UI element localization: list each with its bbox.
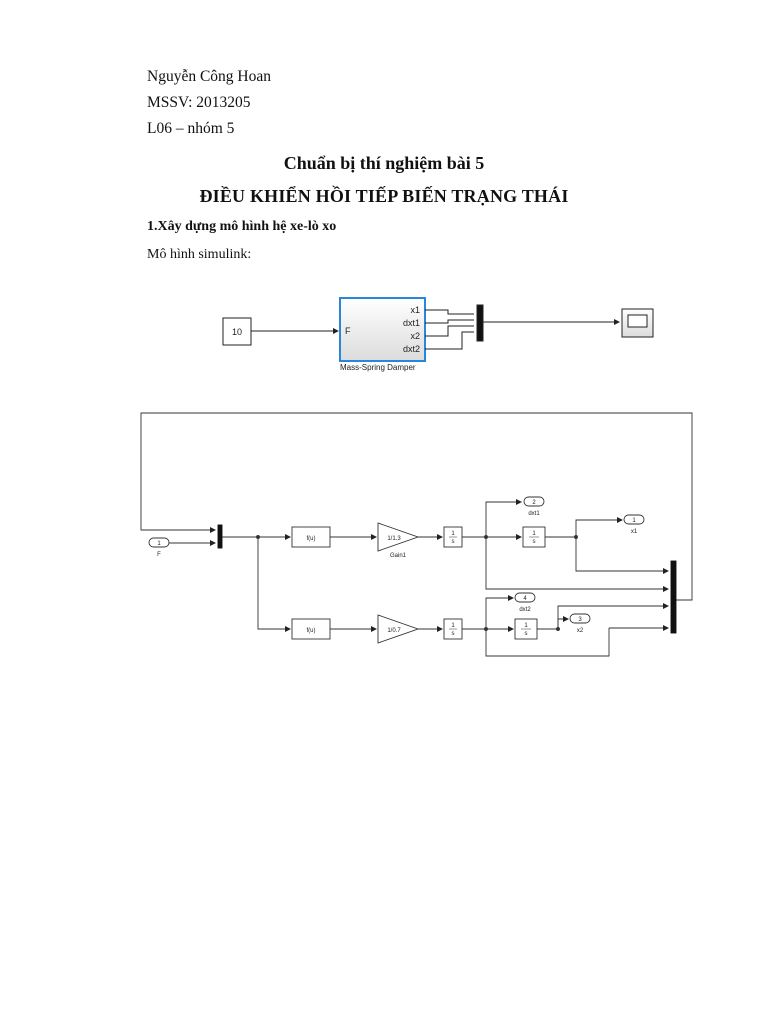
outport-dxt2-number: 4	[523, 596, 527, 602]
outport-dxt1-label: dxt1	[528, 511, 540, 517]
outport-x2	[569, 613, 591, 624]
integrator-4-den: s	[525, 631, 528, 637]
subsystem-input-label: F	[345, 326, 351, 336]
inport-number: 1	[157, 541, 161, 547]
inport-label: F	[157, 552, 161, 558]
outport-dxt2-label: dxt2	[519, 607, 531, 613]
integrator-3-den: s	[452, 631, 455, 637]
diagram-mass-spring-labels: 10 F x1 dxt1 x2 dxt2 Mass-Spring Damper	[232, 305, 420, 372]
outport-x1	[623, 514, 645, 525]
gain-block-top	[377, 522, 420, 552]
integrator-1-den: s	[452, 539, 455, 545]
mass-spring-damper-block	[339, 297, 426, 362]
integrator-3-num: 1	[451, 623, 455, 629]
scope-screen-icon	[627, 314, 648, 328]
input-mux	[217, 524, 223, 549]
section-heading: 1.Xây dựng mô hình hệ xe-lò xo	[147, 219, 337, 234]
outport-dxt1	[523, 496, 545, 507]
outport-dxt2	[514, 592, 536, 603]
author-name: Nguyễn Công Hoan	[147, 68, 271, 85]
document-title: Chuẩn bị thí nghiệm bài 5	[283, 153, 485, 173]
diagram-mass-spring-detail-labels: 1 F f(u) f(u) 1/1.3 Gain1 1/0.7 1 s 1 s …	[157, 500, 638, 637]
group-label: L06 – nhóm 5	[147, 120, 235, 137]
outport-x1-label: x1	[631, 529, 638, 535]
gain-block-bottom	[377, 614, 420, 644]
fcn-top-label: f(u)	[307, 536, 316, 542]
subsystem-output-x1: x1	[410, 305, 420, 315]
integrator-2-num: 1	[532, 531, 536, 537]
output-mux	[670, 560, 677, 634]
subsystem-name: Mass-Spring Damper	[340, 363, 416, 372]
gain-top-name: Gain1	[390, 553, 407, 559]
mux-block	[476, 304, 484, 342]
inport-f	[148, 537, 170, 548]
constant-block	[222, 317, 252, 346]
integrator-2-den: s	[533, 539, 536, 545]
gain-top-value: 1/1.3	[387, 536, 401, 542]
subsystem-output-dxt2: dxt2	[403, 344, 420, 354]
gain-bottom-value: 1/0.7	[387, 628, 401, 634]
outport-x2-number: 3	[578, 617, 582, 623]
outport-x1-number: 1	[632, 518, 636, 524]
subsystem-output-x2: x2	[410, 331, 420, 341]
integrator-4-num: 1	[524, 623, 528, 629]
fcn-bottom-label: f(u)	[307, 628, 316, 634]
integrator-1-num: 1	[451, 531, 455, 537]
diagram-mass-spring-detail	[140, 412, 693, 657]
outport-x2-label: x2	[577, 628, 584, 634]
diagram-mass-spring-top	[222, 297, 654, 362]
document-subtitle: ĐIỀU KHIỂN HỒI TIẾP BIẾN TRẠNG THÁI	[199, 186, 569, 206]
model-label: Mô hình simulink:	[147, 247, 252, 262]
subsystem-output-dxt1: dxt1	[403, 318, 420, 328]
student-id: MSSV: 2013205	[147, 94, 251, 111]
constant-value: 10	[232, 327, 242, 337]
outport-dxt1-number: 2	[532, 500, 536, 506]
